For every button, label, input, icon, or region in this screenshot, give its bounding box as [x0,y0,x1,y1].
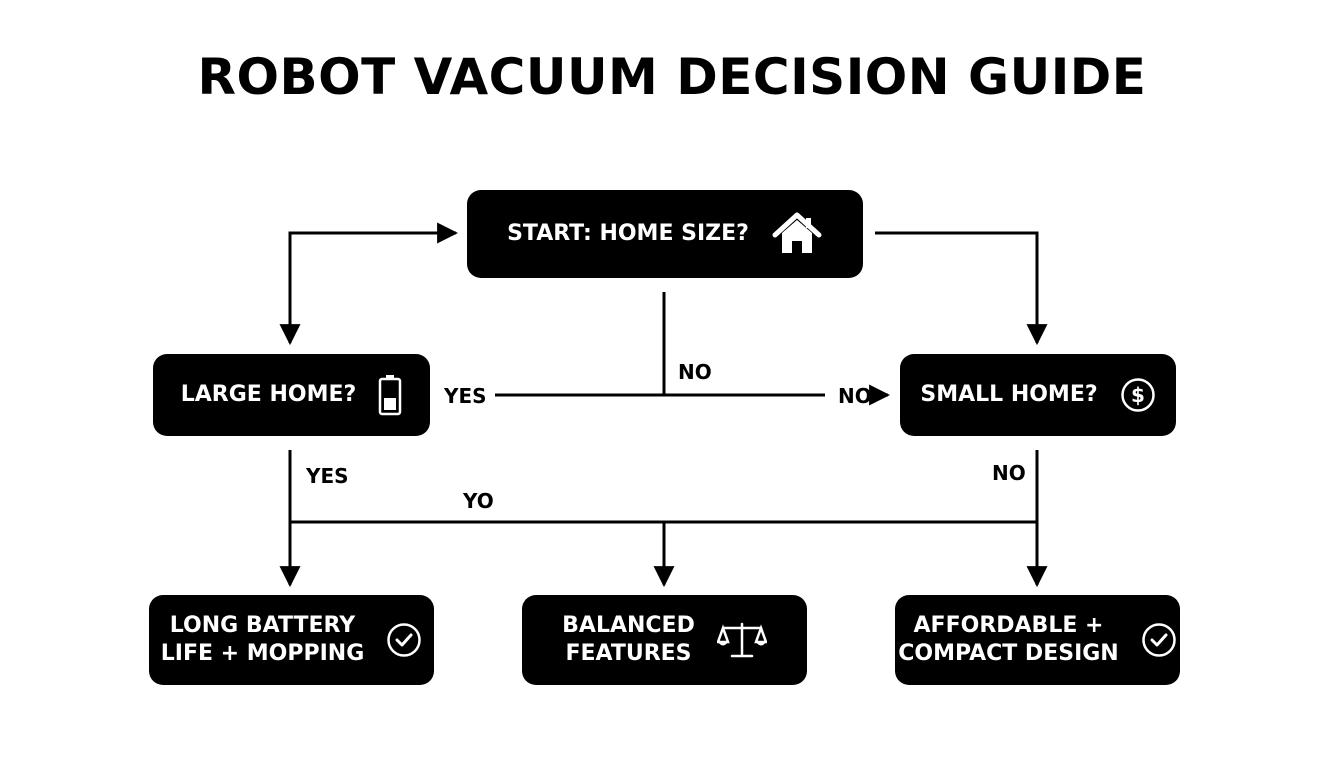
result-affordable-label: AFFORDABLE + COMPACT DESIGN [898,612,1118,668]
result-long-battery-line2: LIFE + MOPPING [160,641,365,666]
result-long-battery: LONG BATTERY LIFE + MOPPING [149,595,434,685]
edge-large-to-start [279,222,459,346]
house-icon [771,211,823,257]
check-circle-icon [1141,622,1177,658]
start-node-label: START: HOME SIZE? [507,221,749,246]
small-home-node: SMALL HOME? $ [900,354,1176,436]
check-circle-icon [386,622,422,658]
page-title: ROBOT VACUUM DECISION GUIDE [197,48,1147,106]
result-balanced-line2: FEATURES [565,641,692,666]
scale-icon [716,620,767,660]
small-home-label: SMALL HOME? [920,382,1098,407]
large-home-label: LARGE HOME? [180,382,357,407]
edge-label-right-no: NO [992,461,1026,485]
svg-text:$: $ [1131,383,1145,407]
edge-label-yes: YES [444,384,487,408]
result-balanced: BALANCED FEATURES [522,595,807,685]
dollar-icon: $ [1120,377,1156,413]
result-affordable-line1: AFFORDABLE + [913,613,1104,638]
edge-label-center-no: NO [678,360,712,384]
edge-start-to-small [875,231,1048,346]
edge-label-yo: YO [463,489,494,513]
battery-icon [378,374,402,416]
edge-label-no: NO [838,384,872,408]
edge-label-left-yes: YES [306,464,349,488]
result-affordable-line2: COMPACT DESIGN [898,641,1119,666]
result-long-battery-line1: LONG BATTERY [169,613,356,638]
result-affordable: AFFORDABLE + COMPACT DESIGN [895,595,1180,685]
start-node: START: HOME SIZE? [467,190,863,278]
result-balanced-line1: BALANCED [562,613,695,638]
large-home-node: LARGE HOME? [153,354,430,436]
result-long-battery-label: LONG BATTERY LIFE + MOPPING [161,612,365,668]
result-balanced-label: BALANCED FEATURES [562,612,695,668]
